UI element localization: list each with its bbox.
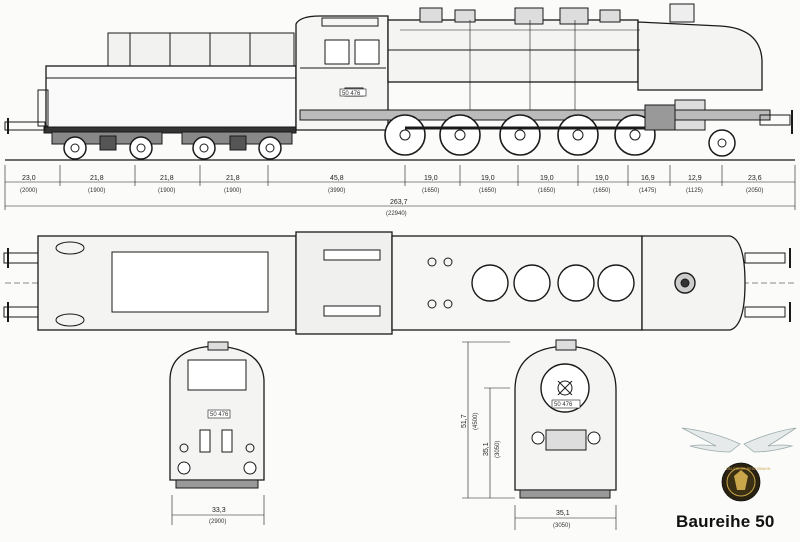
- segment-5-mm: (3990): [328, 188, 345, 194]
- segment-3-mm: (1900): [158, 188, 175, 194]
- tender-bogie-front: [51, 131, 163, 160]
- segment-12-value: 23,6: [748, 175, 762, 182]
- segment-4-value: 21,8: [226, 175, 240, 182]
- tender-bogie-rear: [181, 131, 293, 160]
- segment-7-value: 19,0: [481, 175, 495, 182]
- boiler-side: [299, 3, 793, 134]
- front-view-labels: 50 476 35,1 (3050) 51,7 (4500) 35,1 (305…: [461, 402, 573, 529]
- locomotive-front-view: [462, 339, 617, 530]
- segment-4-mm: (1900): [224, 188, 241, 194]
- front-height-total-mm: (4500): [473, 413, 479, 430]
- segment-2-value: 21,8: [90, 175, 104, 182]
- rear-width-mm: (2900): [209, 519, 226, 525]
- reichsbahn-eagle-emblem: [681, 427, 797, 502]
- side-number-plate: 50 476: [342, 91, 361, 97]
- segment-7-mm: (1650): [479, 188, 496, 194]
- segment-6-mm: (1650): [422, 188, 439, 194]
- locomotive-cab: [295, 15, 389, 131]
- side-elevation-view: 50 476: [4, 3, 795, 161]
- segment-6-value: 19,0: [424, 175, 438, 182]
- segment-9-value: 19,0: [595, 175, 609, 182]
- tender-side: [4, 32, 297, 134]
- segment-3-value: 21,8: [160, 175, 174, 182]
- emblem-lettering: DEUTSCHE REICHSBAHN: [726, 467, 771, 471]
- top-plan-view: [3, 231, 795, 335]
- driving-wheels: [384, 104, 736, 157]
- segment-2-mm: (1900): [88, 188, 105, 194]
- front-width-mm: (3050): [553, 523, 570, 529]
- segment-10-value: 16,9: [641, 175, 655, 182]
- side-dimension-labels: 23,0 (2000) 21,8 (1900) 21,8 (1900) 21,8…: [20, 175, 763, 217]
- rear-width-value: 33,3: [212, 507, 226, 514]
- front-number-plate: 50 476: [554, 402, 573, 408]
- rear-number-plate: 50 476: [210, 412, 229, 418]
- segment-12-mm: (2050): [746, 188, 763, 194]
- segment-5-value: 45,8: [330, 175, 344, 182]
- tender-rear-view: [169, 341, 265, 525]
- front-height-total-value: 51,7: [461, 414, 468, 428]
- side-dimension-lines: [4, 165, 796, 210]
- front-height-boiler-value: 35,1: [483, 442, 490, 456]
- rear-view-labels: 50 476 33,3 (2900): [209, 412, 229, 525]
- segment-8-mm: (1650): [538, 188, 555, 194]
- segment-11-mm: (1125): [686, 188, 703, 194]
- segment-1-mm: (2000): [20, 188, 37, 194]
- front-width-value: 35,1: [556, 510, 570, 517]
- segment-8-value: 19,0: [540, 175, 554, 182]
- segment-9-mm: (1650): [593, 188, 610, 194]
- total-length-mm: (22940): [386, 211, 407, 217]
- segment-1-value: 23,0: [22, 175, 36, 182]
- total-length-value: 263,7: [390, 199, 408, 206]
- segment-10-mm: (1475): [639, 188, 656, 194]
- drawing-title: Baureihe 50: [676, 512, 775, 531]
- front-height-boiler-mm: (3050): [495, 441, 501, 458]
- segment-11-value: 12,9: [688, 175, 702, 182]
